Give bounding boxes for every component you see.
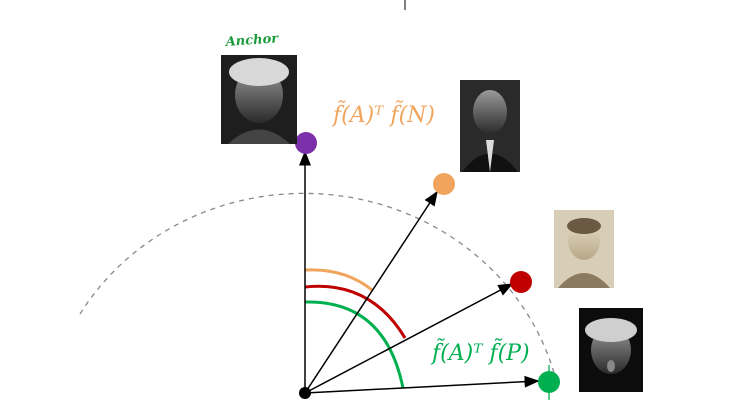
negative-point (433, 173, 455, 195)
negative-photo (460, 80, 520, 172)
negative-vector (304, 190, 438, 394)
positive-similarity-label: f̃(A)ᵀ f̃(P) (430, 339, 530, 366)
hard-negative-angle-arc (304, 284, 407, 339)
positive-angle-arc (304, 300, 405, 389)
unit-circle-arc (79, 192, 557, 381)
origin-point (299, 387, 311, 399)
negative-similarity-label: f̃(A)ᵀ f̃(N) (331, 101, 435, 128)
positive-vector (304, 375, 540, 394)
hard-negative-vector (304, 283, 514, 394)
negative-angle-arc (304, 268, 373, 292)
anchor-photo (221, 55, 297, 144)
anchor-handwritten-label: Anchor (223, 31, 279, 50)
positive-photo (579, 308, 643, 392)
hard-negative-photo (554, 210, 614, 288)
hard-negative-point (510, 271, 532, 293)
anchor-point (295, 132, 317, 154)
